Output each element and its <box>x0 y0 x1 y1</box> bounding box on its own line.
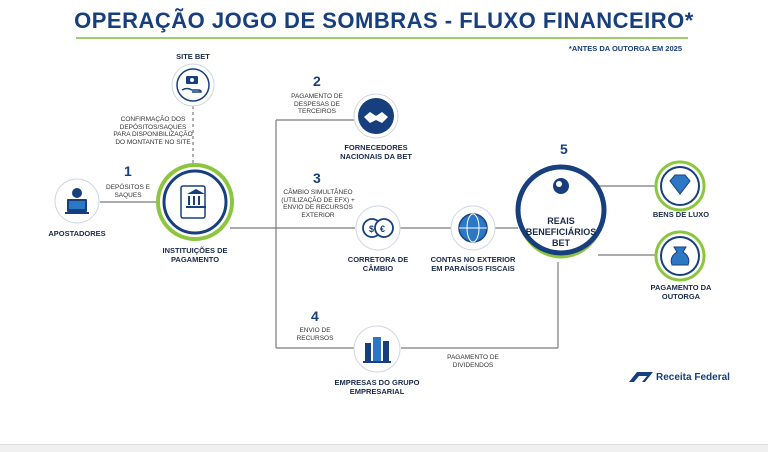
bottom-scrollbar[interactable] <box>0 444 768 452</box>
svg-text:€: € <box>380 224 385 234</box>
step-1-number: 1 <box>124 163 132 179</box>
caption-confirmacao: CONFIRMAÇÃO DOS DEPÓSITOS/SAQUES PARA DI… <box>113 116 193 146</box>
empresas-node <box>353 325 401 378</box>
globe-icon <box>450 205 496 251</box>
bens-label: BENS DE LUXO <box>652 210 710 219</box>
step-3-number: 3 <box>313 170 321 186</box>
reais-node <box>513 160 609 275</box>
caption-envio: Envio de recursos <box>296 327 334 342</box>
outorga-label: PAGAMENTO DA OUTORGA <box>650 283 712 301</box>
site-bet-label: SITE BET <box>176 52 210 61</box>
contas-label: CONTAS NO EXTERIOR EM PARAÍSOS FISCAIS <box>430 255 516 273</box>
apostadores-node <box>54 178 100 229</box>
diamond-icon <box>654 160 706 212</box>
site-bet-node <box>171 63 215 112</box>
outorga-node <box>653 229 707 288</box>
bens-node <box>653 159 707 218</box>
caption-despesas: Pagamento de despesas de terceiros <box>291 93 343 115</box>
buildings-icon <box>353 325 401 373</box>
corretora-node: $ € <box>355 205 401 256</box>
receita-federal-text: Receita Federal <box>656 371 730 383</box>
corretora-label: CORRETORA DE CÂMBIO <box>347 255 409 273</box>
instituicoes-label: INSTITUIÇÕES DE PAGAMENTO <box>162 246 228 264</box>
fornecedores-label: FORNECEDORES NACIONAIS DA BET <box>340 143 412 161</box>
currency-exchange-icon: $ € <box>355 205 401 251</box>
money-bag-icon <box>654 230 706 282</box>
step-2-number: 2 <box>313 73 321 89</box>
title-divider <box>76 37 688 39</box>
head-idea-icon <box>515 164 607 259</box>
empresas-label: EMPRESAS DO GRUPO EMPRESARIAL <box>334 378 420 396</box>
hand-money-icon <box>171 63 215 107</box>
page-title: OPERAÇÃO JOGO DE SOMBRAS - FLUXO FINANCE… <box>74 8 694 33</box>
bank-icon <box>156 163 234 241</box>
handshake-icon <box>353 93 399 139</box>
caption-dividendos: Pagamento de dividendos <box>447 354 499 369</box>
step-4-number: 4 <box>311 308 319 324</box>
person-computer-icon <box>54 178 100 224</box>
svg-text:$: $ <box>369 224 374 234</box>
contas-node <box>450 205 496 256</box>
receita-federal-logo: Receita Federal <box>629 370 730 384</box>
instituicoes-node <box>155 162 235 247</box>
receita-logo-icon <box>629 372 653 382</box>
footnote: *ANTES DA OUTORGA EM 2025 <box>568 44 682 53</box>
apostadores-label: APOSTADORES <box>48 229 106 238</box>
step-5-number: 5 <box>560 141 568 157</box>
reais-label: REAIS BENEFICIÁRIOS BET <box>525 216 597 248</box>
caption-cambio: CÂMBIO SIMULTÂNEO (UTILIZAÇÃO DE EFX) + … <box>281 189 355 219</box>
fornecedores-node <box>353 93 399 144</box>
caption-depositos: DEPÓSITOS E SAQUES <box>106 184 150 199</box>
